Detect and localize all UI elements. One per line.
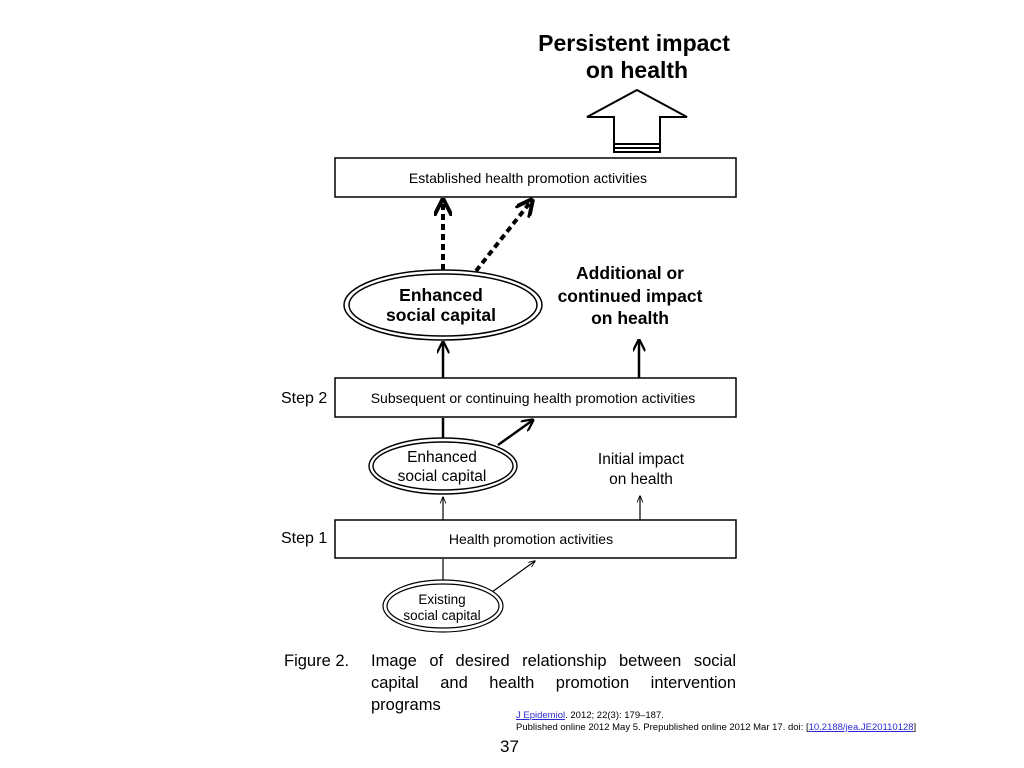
citation-bracket-close: ]	[913, 722, 917, 733]
step2-box-label: Subsequent or continuing health promotio…	[371, 390, 696, 406]
existing-line2: social capital	[403, 608, 480, 623]
existing-social-capital-ellipse	[382, 579, 504, 633]
step1-box	[334, 519, 737, 559]
established-activities-label: Established health promotion activities	[409, 170, 647, 186]
enhanced-top-line1: Enhanced	[399, 285, 483, 305]
step2-box	[334, 377, 737, 418]
citation-journal-rest: . 2012; 22(3): 179–187.	[565, 710, 664, 721]
figure-caption-label: Figure 2.	[284, 652, 350, 670]
slide-number: 37	[500, 737, 519, 756]
enhanced-social-capital-mid-ellipse	[368, 437, 518, 495]
top-title-line2: on health	[586, 57, 688, 83]
arrow-existing-diagonal	[491, 561, 535, 593]
top-title-line1: Persistent impact	[538, 30, 730, 56]
existing-line1: Existing	[418, 592, 465, 607]
step2-label: Step 2	[281, 390, 327, 407]
enhanced-mid-line2: social capital	[398, 468, 487, 485]
step1-box-label: Health promotion activities	[449, 531, 613, 547]
arrow-enhanced-mid-diagonal	[497, 420, 533, 447]
step1-label: Step 1	[281, 530, 327, 547]
enhanced-mid-line1: Enhanced	[407, 449, 477, 466]
citation-published: Published online 2012 May 5. Prepublishe…	[516, 722, 809, 733]
additional-impact-line3: on health	[591, 308, 669, 328]
dotted-arrow-diagonal	[474, 200, 532, 273]
figure-caption-text: Image of desired relationship between so…	[371, 652, 736, 714]
initial-impact-line2: on health	[609, 471, 673, 488]
enhanced-social-capital-top-ellipse	[343, 269, 543, 341]
hollow-up-arrow-icon	[586, 88, 688, 153]
enhanced-top-line2: social capital	[386, 305, 496, 325]
additional-impact-line2: continued impact	[558, 286, 703, 306]
initial-impact-line1: Initial impact	[598, 451, 685, 468]
citation: J Epidemiol. 2012; 22(3): 179–187. Publi…	[516, 710, 916, 734]
social-capital-diagram: Persistent impact on health Established …	[281, 30, 737, 633]
established-activities-box	[334, 157, 737, 198]
journal-link[interactable]: J Epidemiol	[516, 710, 566, 721]
doi-link[interactable]: 10.2188/jea.JE20110128	[808, 722, 914, 733]
citation-line2: Published online 2012 May 5. Prepublishe…	[516, 722, 916, 734]
additional-impact-line1: Additional or	[576, 263, 684, 283]
citation-line1: J Epidemiol. 2012; 22(3): 179–187.	[516, 710, 916, 722]
